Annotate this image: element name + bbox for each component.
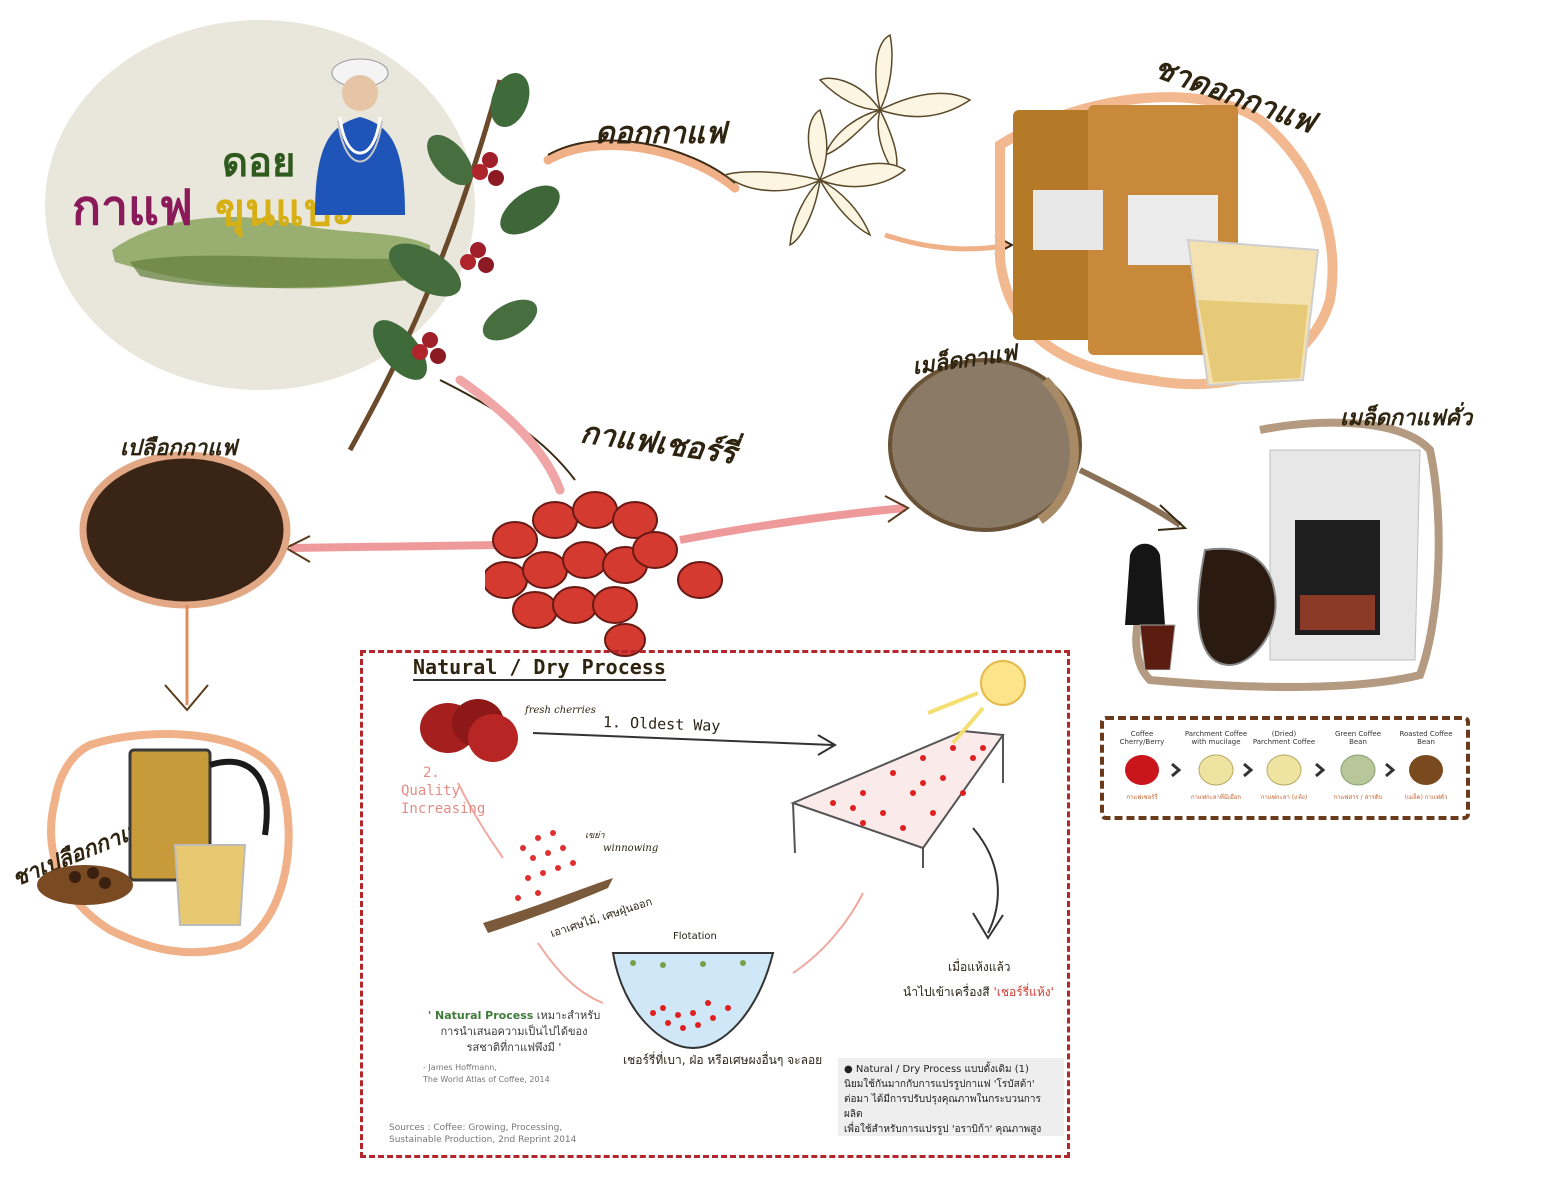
branch-to-cherry-swoosh [455,375,565,495]
stage-beans [1125,754,1443,786]
label-dry-line2: นำไปเข้าเครื่องสี 'เชอร์รี่แห้ง' [903,983,1054,1002]
stage-parchment-mucilage: Parchment Coffee with mucilage กาแฟกะลาท… [1184,730,1248,801]
stage-green-bean-thai: กาแฟสาร / สารดิบ [1333,794,1383,801]
flower-swoosh-line [547,139,736,184]
stage-cherry-thai: กาแฟเชอร์รี่ [1126,794,1158,801]
arrowhead-cherry-to-bean [884,495,910,523]
coffee-cherry-illustration [485,491,723,657]
label-flotation-description: เชอร์รี่ที่เบา, ฝ่อ หรือเศษผงอื่นๆ จะลอย [623,1053,823,1067]
husk-tea-frame [47,730,293,957]
natural-process-panel: Natural / Dry Process [360,650,1070,1158]
flower-tea-frame [995,92,1338,390]
process-illustrations [420,660,1026,1050]
quote-book: The World Atlas of Coffee, 2014 [423,1075,550,1084]
flower-swoosh [543,140,740,193]
note-line3: ต่อมา ได้มีการปรับปรุงคุณภาพในกระบวนการผ… [844,1094,1041,1120]
brand-line1: ดอย [222,140,296,186]
coffee-flower-illustration [723,33,972,247]
label-flower: ดอกกาแฟ [595,116,727,151]
quote-line3: รสชาติที่กาแฟพึงมี ' [466,1041,562,1054]
stage-green-bean: Green Coffee Bean กาแฟสาร / สารดิบ [1326,730,1390,801]
flower-tea-product-photo [1013,105,1320,387]
quote-emphasis: ' Natural Process [427,1009,534,1022]
stage-dried-parchment-name: (Dried) Parchment Coffee [1252,730,1316,746]
bean-roasted-icon [1409,755,1443,785]
label-winnow-thai: เขย่า [585,831,605,841]
note-line2: นิยมใช้กันมากกับการแปรรูปกาแฟ 'โรบัสต้า' [844,1079,1035,1090]
chevron-right-icon [1315,762,1326,778]
label-quality: Quality [401,783,461,799]
quote-line2: การนำเสนอความเป็นไปได้ของ [440,1025,588,1038]
bean-parchment-icon [1198,754,1234,786]
label-increasing: Increasing [401,801,486,817]
label-dry-mill: นำไปเข้าเครื่องสี [903,985,990,999]
arrowhead-bean-to-roasted [1157,504,1188,531]
hills-shadow [130,255,420,288]
sources-line1: Sources : Coffee: Growing, Processing, [389,1123,563,1133]
roasted-coffee-product-photo [1125,449,1421,670]
label-dry-cherry: 'เชอร์รี่แห้ง' [993,985,1054,999]
chevron-right-icon [1171,762,1182,778]
stage-roasted-bean: Roasted Coffee Bean (เมล็ด) กาแฟคั่ว [1394,730,1458,801]
bean-dried-parchment-icon [1266,754,1302,786]
label-husk: เปลือกกาแฟ [120,435,237,461]
stage-dried-parchment-thai: กาแฟกะลา (แห้ง) [1260,794,1308,801]
chevron-right-icon [1243,762,1254,778]
stage-roasted-bean-thai: (เมล็ด) กาแฟคั่ว [1404,794,1448,801]
stage-dried-parchment: (Dried) Parchment Coffee กาแฟกะลา (แห้ง) [1252,730,1316,801]
stage-parchment-mucilage-name: Parchment Coffee with mucilage [1184,730,1248,746]
dry-process-note: ● Natural / Dry Process แบบดั้งเดิม (1) … [838,1058,1064,1136]
quote-line1: เหมาะสำหรับ [536,1009,601,1022]
logo-blob [45,20,475,390]
roasted-frame [1132,418,1443,691]
note-line4: เพื่อใช้สำหรับการแปรรูป 'อราบิก้า' คุณภา… [844,1124,1042,1135]
arrow-bean-to-roasted [1078,467,1182,528]
note-line1: ● Natural / Dry Process แบบดั้งเดิม (1) [844,1064,1029,1075]
bean-green-icon [1340,754,1376,786]
green-bean-photo [888,358,1082,532]
stage-cherry-name: Coffee Cherry/Berry [1119,730,1165,746]
grandmother-illustration [315,58,405,215]
husk-photo [79,451,291,609]
husk-tea-photo [37,748,270,926]
stage-green-bean-name: Green Coffee Bean [1334,730,1382,746]
sources-line2: Sustainable Production, 2nd Reprint 2014 [389,1135,577,1145]
label-quality-number: 2. [423,765,440,781]
bean-cherry-icon [1125,755,1159,785]
label-roasted-bean: เมล็ดกาแฟคั่ว [1340,405,1473,431]
process-title: Natural / Dry Process [413,655,666,681]
quote-author: - James Hoffmann, [423,1063,497,1072]
label-fresh-cherries: fresh cherries [525,705,596,716]
arrowhead-husk-to-tea [164,684,209,712]
brand-coffee: กาแฟ [72,180,193,236]
chevron-right-icon [1385,762,1396,778]
label-dry-line1: เมื่อแห้งแล้ว [948,960,1011,974]
label-flotation: Flotation [673,931,717,942]
arrow-cherry-to-husk [289,541,501,552]
stage-roasted-bean-name: Roasted Coffee Bean [1399,730,1453,746]
green-bean-frame-swoosh [1037,376,1079,524]
arrow-cherry-to-bean [679,504,906,544]
stage-cherry: Coffee Cherry/Berry กาแฟเชอร์รี่ [1110,730,1174,801]
stage-parchment-mucilage-thai: กาแฟกะลาที่มีเมือก [1190,794,1242,801]
coffee-stages-panel: Coffee Cherry/Berry กาแฟเชอร์รี่ Parchme… [1100,716,1470,820]
hoffmann-quote: ' Natural Process เหมาะสำหรับ การนำเสนอค… [399,1008,629,1056]
label-winnowing: winnowing [603,843,659,854]
coffee-branch-illustration [347,72,560,452]
